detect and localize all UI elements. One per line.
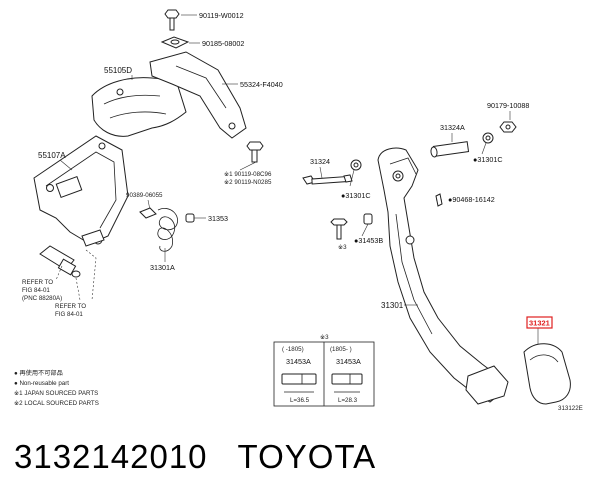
highlight-part-label: 31321 — [529, 319, 550, 328]
bracket-55107a: 55107A — [33, 135, 129, 247]
label-90119-w0012: 90119-W0012 — [199, 11, 244, 20]
label-55107a: 55107A — [38, 151, 66, 160]
brand-name: TOYOTA — [237, 438, 377, 475]
figure-code: 313122E — [558, 405, 583, 412]
refer-note-2: REFER TO FIG 84-01 — [55, 303, 86, 318]
svg-text:FIG 84-01: FIG 84-01 — [22, 287, 50, 294]
bolt-31453b: ※3 ●31453B — [330, 213, 383, 251]
label-31301: 31301 — [381, 301, 404, 310]
svg-text:REFER TO: REFER TO — [55, 303, 86, 310]
washer-31301c-b: ●31301C — [341, 159, 371, 200]
label-note1-bolt: ※1 90119-08C96 — [224, 171, 272, 178]
inset-col2-header: (1805- ) — [330, 346, 352, 353]
legend-japan-sourced: ※1 JAPAN SOURCED PARTS — [14, 390, 98, 397]
inset-col1-length: L=36.5 — [290, 397, 310, 404]
label-55324-f4040: 55324-F4040 — [240, 80, 283, 89]
inset-col1-part: 31453A — [286, 357, 311, 366]
legend-jp-nonreuse: ● 再使用不可部品 — [14, 369, 63, 377]
bushing-90389-06055: 90389-06055 — [126, 192, 163, 219]
label-note3: ※3 — [338, 244, 347, 251]
part-caption: 3132142010 TOYOTA — [14, 432, 584, 482]
pin-31353: 31353 — [185, 213, 228, 223]
legend-local-sourced: ※2 LOCAL SOURCED PARTS — [14, 400, 99, 407]
bolt-90119-w0012: 90119-W0012 — [164, 9, 244, 31]
label-31301c-a: ●31301C — [473, 155, 503, 164]
refer-note-1: REFER TO FIG 84-01 (PNC 88280A) — [22, 279, 62, 302]
spring-31301a: 31301A — [150, 208, 178, 272]
label-note2-bolt: ※2 90119-N0285 — [224, 179, 272, 186]
bolt-90119-08c96: ※1 90119-08C96 ※2 90119-N0285 — [224, 141, 272, 186]
label-31301a: 31301A — [150, 263, 175, 272]
bolt-31324: 31324 — [302, 157, 353, 185]
legend: ● 再使用不可部品 ● Non-reusable part ※1 JAPAN S… — [14, 369, 99, 407]
clip-90468-16142: ●90468-16142 — [435, 193, 495, 207]
label-90468: ●90468-16142 — [448, 195, 495, 204]
pedal-arm-31301: 31301 — [377, 147, 509, 405]
inset-variant-table: ※3 ( -1805) (1805- ) 31453A 31453A L=36.… — [273, 334, 375, 407]
svg-text:REFER TO: REFER TO — [22, 279, 53, 286]
inset-col2-part: 31453A — [336, 357, 361, 366]
label-31453b: ●31453B — [354, 236, 383, 245]
part-number: 3132142010 — [14, 438, 208, 475]
collar-31324a: 31324A — [430, 123, 470, 158]
label-31324: 31324 — [310, 157, 330, 166]
svg-text:(PNC 88280A): (PNC 88280A) — [22, 295, 62, 302]
label-31353: 31353 — [208, 214, 228, 223]
inset-col1-header: ( -1805) — [282, 346, 304, 353]
washer-31301c-a: ●31301C — [473, 132, 503, 164]
label-90185-08002: 90185-08002 — [202, 39, 244, 48]
brace-55324-f4040: 55324-F4040 — [149, 51, 283, 139]
pedal-pad-31321: 31321 — [523, 316, 571, 405]
legend-nonreuse: ● Non-reusable part — [14, 380, 69, 387]
inset-header: ※3 — [320, 334, 329, 341]
label-90389: 90389-06055 — [126, 192, 163, 199]
label-31324a: 31324A — [440, 123, 465, 132]
svg-text:FIG 84-01: FIG 84-01 — [55, 311, 83, 318]
label-55105d: 55105D — [104, 66, 132, 75]
bracket-55105d: 55105D — [91, 66, 187, 137]
washer-90185-08002: 90185-08002 — [160, 36, 244, 49]
nut-90179-10088: 90179-10088 — [487, 101, 529, 133]
label-90179: 90179-10088 — [487, 101, 529, 110]
label-31301c-b: ●31301C — [341, 191, 371, 200]
switch-connector — [39, 245, 97, 301]
inset-col2-length: L=28.3 — [338, 397, 358, 404]
